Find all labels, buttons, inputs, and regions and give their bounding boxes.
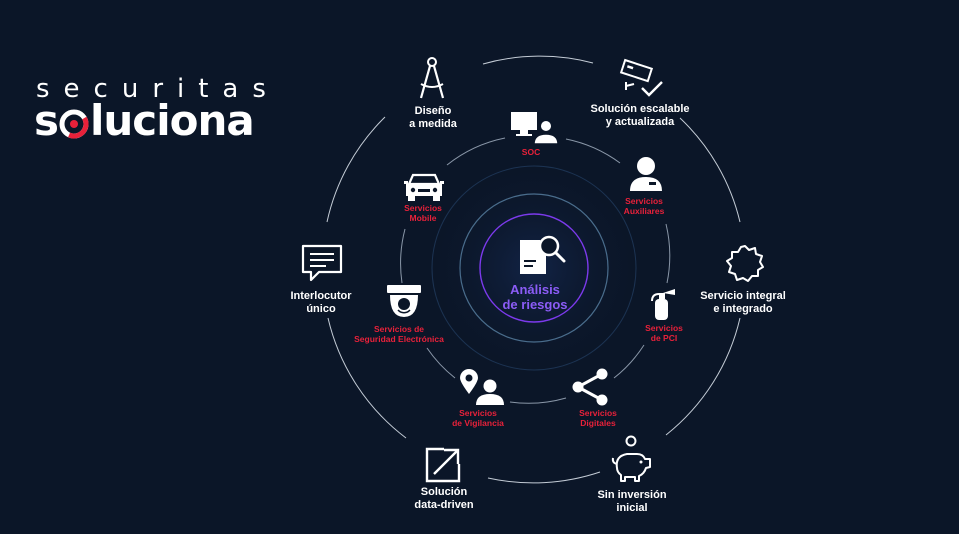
- ring-center: [479, 213, 589, 323]
- brand-logo-s: s: [34, 96, 59, 145]
- inner-item-electronica: Servicios de Seguridad Electrónica: [354, 324, 444, 344]
- dome-camera-icon: [387, 285, 421, 317]
- ring-middle: [400, 137, 671, 404]
- location-user-icon: [460, 369, 504, 405]
- outer-item-diseno: Diseño a medida: [409, 105, 457, 130]
- brand-logo-rest: luciona: [90, 96, 255, 145]
- center-label: Análisis de riesgos: [502, 282, 568, 312]
- compass-icon: [419, 57, 445, 99]
- monitor-user-icon: [511, 112, 559, 145]
- outer-item-escalable: Solución escalable y actualizada: [590, 103, 690, 128]
- outer-item-datadriven: Solución data-driven: [414, 486, 474, 511]
- outer-item-integral: Servicio integral e integrado: [700, 290, 786, 315]
- brand-logo-top: securitas: [36, 74, 280, 104]
- ring-4: [431, 165, 637, 371]
- car-icon: [404, 173, 444, 201]
- camera-check-icon: [619, 58, 663, 97]
- guard-icon: [630, 157, 662, 191]
- inner-item-vigilancia: Servicios de Vigilancia: [452, 408, 504, 428]
- gear-icon: [726, 245, 764, 282]
- target-logo-icon: [59, 109, 89, 138]
- ring-3: [459, 193, 609, 343]
- inner-item-auxiliares: Servicios Auxiliares: [623, 196, 665, 216]
- arrow-up-right-icon: [425, 447, 461, 483]
- chat-bubble-icon: [301, 244, 343, 282]
- inner-item-pci: Servicios de PCI: [645, 323, 683, 343]
- document-magnifier-icon: [520, 235, 566, 274]
- inner-item-soc: SOC: [521, 147, 541, 157]
- inner-item-digitales: Servicios Digitales: [579, 408, 617, 428]
- fire-extinguisher-icon: [651, 289, 675, 320]
- inner-item-mobile: Servicios Mobile: [404, 203, 442, 223]
- ring-outer: [326, 55, 741, 484]
- outer-item-inversion: Sin inversión inicial: [597, 489, 667, 514]
- outer-item-interlocutor: Interlocutor único: [290, 290, 352, 315]
- piggy-bank-icon: [611, 435, 651, 482]
- share-icon: [572, 368, 608, 406]
- brand-logo: s luciona: [34, 96, 255, 145]
